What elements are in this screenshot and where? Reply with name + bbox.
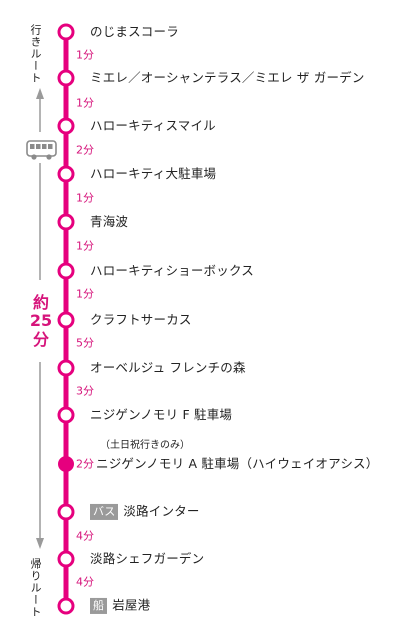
stop-label: のじまスコーラ [90,23,179,39]
stop-label: ハローキティスマイル [90,117,216,133]
stop-name: ハローキティショーボックス [90,262,254,278]
total-time: 約 25 分 [24,293,58,349]
outbound-arrow-head [36,88,44,99]
stop-name: 岩屋港 [112,597,151,613]
stop-marker [57,550,75,568]
stop-marker [57,117,75,135]
stop-label: オーベルジュ フレンチの森 [90,359,246,375]
total-time-prefix: 約 [32,293,49,312]
travel-time: 1分 [76,48,94,62]
stop-marker [57,311,75,329]
stop-label: ニジゲンノモリ A 駐車場（ハイウェイオアシス） [96,455,379,471]
travel-time: 3分 [76,384,94,398]
bus-icon [26,140,57,160]
return-arrow-head [36,538,44,549]
travel-time: 1分 [76,96,94,110]
stop-name: ニジゲンノモリ F 駐車場 [90,406,233,422]
outbound-route-label: 行きルート [29,24,42,84]
stop-name: 淡路シェフガーデン [90,550,205,566]
transport-tag: 船 [90,597,108,615]
stop-label: ハローキティショーボックス [90,262,254,278]
stop-label: ミエレ／オーシャンテラス／ミエレ ザ ガーデン [90,69,365,85]
stop-label: 船岩屋港 [90,597,151,615]
stop-label: バス淡路インター [90,503,200,521]
stop-name: ミエレ／オーシャンテラス／ミエレ ザ ガーデン [90,69,365,85]
stop-marker [57,597,75,615]
stop-name: オーベルジュ フレンチの森 [90,359,246,375]
stop-name: のじまスコーラ [90,23,179,39]
travel-time: 1分 [76,191,94,205]
travel-time: 2分 [76,457,94,471]
stop-marker [57,359,75,377]
stop-label: ニジゲンノモリ F 駐車場 [90,406,233,422]
travel-time: 1分 [76,239,94,253]
stop-marker [57,503,75,521]
stop-name: クラフトサーカス [90,311,192,327]
stop-note: （土日祝行きのみ） [100,440,190,451]
stop-name: ハローキティスマイル [90,117,216,133]
travel-time: 4分 [76,575,94,589]
stop-marker [58,456,74,472]
stop-name: 青海波 [90,213,129,229]
travel-time: 2分 [76,143,94,157]
travel-time: 5分 [76,336,94,350]
stop-name: ニジゲンノモリ A 駐車場（ハイウェイオアシス） [96,455,379,471]
stop-marker [57,69,75,87]
stop-marker [57,23,75,41]
stop-label: 淡路シェフガーデン [90,550,205,566]
travel-time: 4分 [76,529,94,543]
stop-marker [57,406,75,424]
transport-tag: バス [90,503,119,521]
stop-marker [57,165,75,183]
total-time-number: 25 [29,311,53,331]
stop-label: ハローキティ大駐車場 [90,165,217,181]
stop-marker [57,213,75,231]
stop-name: ハローキティ大駐車場 [90,165,217,181]
total-time-unit: 分 [32,329,49,349]
stop-name: 淡路インター [123,503,200,519]
travel-time: 1分 [76,287,94,301]
stop-label: クラフトサーカス [90,311,192,327]
return-route-label: 帰りルート [29,558,42,618]
stop-marker [57,262,75,280]
stop-label: 青海波 [90,213,129,229]
